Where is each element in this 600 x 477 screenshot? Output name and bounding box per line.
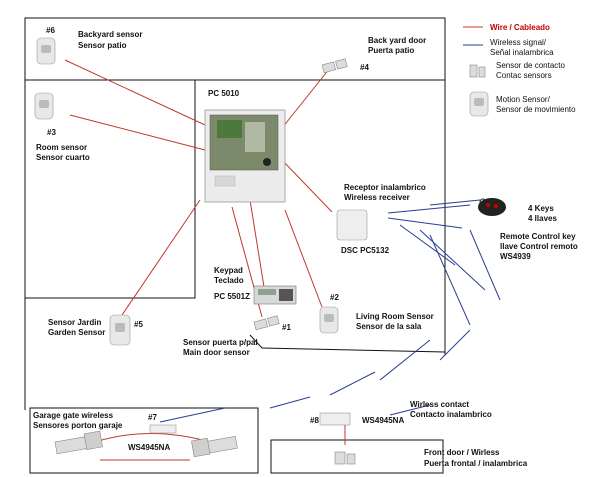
room-wall	[24, 79, 196, 299]
backyard-sensor-number: #6	[46, 26, 55, 35]
signal-9	[329, 371, 376, 396]
garden-number: #5	[134, 320, 143, 329]
backyard-sensor-label-2: Sensor patio	[78, 41, 127, 50]
legend-contact-label-1: Sensor de contacto	[496, 61, 565, 70]
wire-living-room	[284, 209, 323, 308]
garden-motion-sensor-icon	[109, 314, 131, 346]
receiver-label-2: Wireless receiver	[344, 193, 410, 202]
wire-room-sensor	[69, 114, 206, 151]
remote-label-2: llave Control remoto	[500, 242, 578, 251]
legend-contact-icon	[469, 64, 486, 78]
panel-title: PC 5010	[208, 89, 240, 98]
main-door-contact-icon	[253, 315, 280, 331]
room-sensor-number: #3	[47, 128, 56, 137]
receiver-label-1: Receptor inalambrico	[344, 183, 426, 192]
wire-garden	[119, 199, 201, 319]
keypad-label-1: Keypad	[214, 266, 243, 275]
keypad-icon	[253, 285, 297, 305]
backyard-door-number: #4	[360, 63, 369, 72]
signal-2	[387, 217, 463, 229]
garage-label-2: Sensores porton garaje	[33, 421, 123, 430]
room-motion-sensor-icon	[34, 92, 54, 120]
wire-keypad	[249, 199, 265, 288]
signal-13	[469, 229, 501, 301]
garage-sensor-right-icon	[191, 436, 238, 458]
wireless-signals	[159, 199, 501, 423]
front-door-contact-icon	[334, 451, 356, 465]
signal-10	[269, 396, 311, 409]
garage-label-1: Garage gate wireless	[33, 411, 114, 420]
signal-7	[439, 329, 471, 361]
wireless-contact-label-1: Wirless contact	[410, 400, 470, 409]
wireless-contact-icon	[319, 412, 351, 426]
garden-label-2: Garden Sensor	[48, 328, 106, 337]
main-door-number: #1	[282, 323, 291, 332]
legend-wireless-label-2: Señal inalambrica	[490, 48, 554, 57]
legend-motion-label-2: Sensor de movimiento	[496, 105, 576, 114]
remote-keys-label-2: 4 llaves	[528, 214, 557, 223]
room-sensor-label-1: Room sensor	[36, 143, 88, 152]
signal-8	[379, 339, 431, 381]
legend-contact-label-2: Contac sensors	[496, 71, 552, 80]
signal-5	[419, 229, 486, 291]
wireless-contact-model: WS4945NA	[362, 416, 405, 425]
legend-wireless-label-1: Wireless signal/	[490, 38, 547, 47]
wired-connections	[64, 59, 346, 461]
legend-motion-label-1: Motion Sensor/	[496, 95, 550, 104]
living-room-number: #2	[330, 293, 339, 302]
signal-4	[429, 199, 481, 206]
front-door-label-2: Puerta frontal / inalambrica	[424, 459, 528, 468]
receiver-model: DSC PC5132	[341, 246, 390, 255]
wire-garage-loop	[94, 433, 211, 443]
legend-motion-icon	[469, 91, 489, 117]
backyard-motion-sensor-icon	[36, 37, 56, 65]
wire-backyard-door	[281, 67, 331, 129]
main-door-wall	[261, 347, 446, 353]
remote-model: WS4939	[500, 252, 531, 261]
wireless-contact-label-2: Contacto inalambrico	[410, 410, 492, 419]
garage-transmitter-icon	[149, 424, 177, 434]
living-room-label-1: Living Room Sensor	[356, 312, 434, 321]
wireless-contact-number: #8	[310, 416, 319, 425]
garage-area	[29, 407, 259, 474]
backyard-door-contact-icon	[321, 58, 348, 74]
remote-keys-label-1: 4 Keys	[528, 204, 554, 213]
signal-3	[399, 224, 456, 266]
wire-backyard-sensor	[64, 59, 206, 126]
legend-wire-label: Wire / Cableado	[490, 23, 550, 32]
front-door-area	[270, 439, 444, 474]
remote-label-1: Remote Control key	[500, 232, 576, 241]
signal-1	[387, 204, 471, 214]
garage-sensor-left-icon	[54, 430, 103, 455]
wireless-receiver-icon	[336, 209, 368, 241]
main-door-label-2: Main door sensor	[183, 348, 250, 357]
floor-plan-walls	[24, 17, 446, 474]
wall-segment	[249, 334, 263, 349]
keypad-model: PC 5501Z	[214, 292, 251, 301]
remote-key-fob-icon	[478, 198, 506, 216]
signal-6	[429, 234, 471, 326]
backyard-door-label-1: Back yard door	[368, 36, 427, 45]
backyard-sensor-label-1: Backyard sensor	[78, 30, 143, 39]
backyard-door-label-2: Puerta patio	[368, 46, 415, 55]
garden-label-1: Sensor Jardin	[48, 318, 102, 327]
front-door-label-1: Front door / Wirless	[424, 448, 500, 457]
signal-11	[159, 407, 226, 423]
living-room-motion-sensor-icon	[319, 306, 339, 334]
garage-number: #7	[148, 413, 157, 422]
living-room-label-2: Sensor de la sala	[356, 322, 422, 331]
signal-12	[389, 404, 431, 416]
wire-receiver	[281, 159, 333, 213]
garage-model: WS4945NA	[128, 443, 171, 452]
control-panel-icon	[204, 109, 286, 203]
keypad-label-2: Teclado	[214, 276, 244, 285]
backyard-area	[24, 17, 446, 81]
room-sensor-label-2: Sensor cuarto	[36, 153, 90, 162]
main-door-label-1: Sensor puerta p/pal	[183, 338, 258, 347]
